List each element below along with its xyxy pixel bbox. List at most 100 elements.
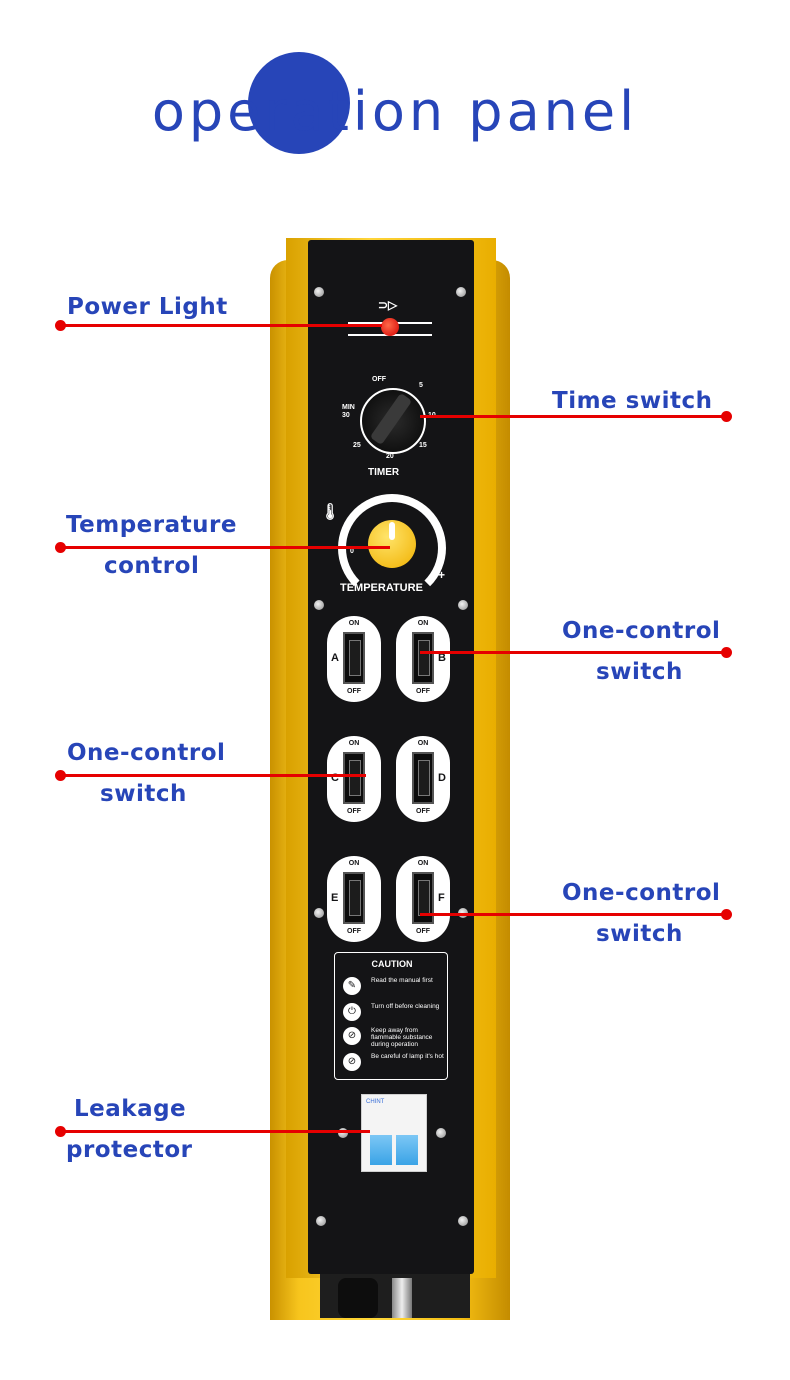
caution-title: CAUTION bbox=[371, 959, 413, 969]
caution-item: ⏻ Turn off before cleaning bbox=[343, 1003, 447, 1025]
callout-dot bbox=[721, 909, 732, 920]
temperature-label: TEMPERATURE bbox=[340, 582, 423, 594]
callout-line bbox=[60, 774, 366, 777]
leakage-protector-breaker[interactable]: CHINT bbox=[361, 1094, 427, 1172]
screw-icon bbox=[314, 908, 324, 918]
switch-off-label: OFF bbox=[416, 808, 430, 815]
power-light bbox=[381, 318, 399, 336]
label-temperature-line2: control bbox=[104, 553, 200, 579]
breaker-toggle[interactable] bbox=[396, 1135, 418, 1165]
label-one-control-1-line1: One-control bbox=[562, 618, 721, 644]
rocker-paddle[interactable] bbox=[349, 760, 361, 796]
caution-item-text: Turn off before cleaning bbox=[371, 1003, 440, 1010]
plug-icon: ⏻ bbox=[343, 1003, 361, 1021]
switch-letter: A bbox=[331, 652, 339, 664]
timer-15-label: 15 bbox=[419, 442, 427, 449]
rocker-switch-c[interactable] bbox=[343, 752, 365, 804]
timer-20-label: 20 bbox=[386, 453, 394, 460]
switch-off-label: OFF bbox=[347, 808, 361, 815]
caution-box: CAUTION ✎ Read the manual first ⏻ Turn o… bbox=[334, 952, 448, 1080]
switch-on-label: ON bbox=[348, 620, 360, 627]
breaker-toggle[interactable] bbox=[370, 1135, 392, 1165]
rocker-switch-d[interactable] bbox=[412, 752, 434, 804]
temperature-zero-label: 0 bbox=[350, 548, 354, 555]
switch-on-label: ON bbox=[417, 740, 429, 747]
caution-item-text: Be careful of lamp it's hot bbox=[371, 1053, 444, 1060]
screw-icon bbox=[316, 1216, 326, 1226]
label-one-control-3-line2: switch bbox=[596, 921, 683, 947]
timer-off-label: OFF bbox=[372, 376, 386, 383]
no-fire-icon: ⊘ bbox=[343, 1027, 361, 1045]
rocker-switch-b[interactable] bbox=[412, 632, 434, 684]
chrome-rod bbox=[392, 1278, 412, 1318]
timer-label: TIMER bbox=[368, 467, 400, 478]
switch-off-label: OFF bbox=[416, 928, 430, 935]
rocker-paddle[interactable] bbox=[418, 760, 430, 796]
title-circle-decoration bbox=[248, 52, 350, 154]
temperature-knob-indicator bbox=[389, 522, 395, 540]
caution-item: ⊘ Keep away from flammable substance dur… bbox=[343, 1027, 447, 1049]
power-cable bbox=[338, 1278, 378, 1318]
rocker-paddle[interactable] bbox=[349, 880, 361, 916]
screw-icon bbox=[314, 287, 324, 297]
plug-icon: ⊃▷ bbox=[378, 298, 398, 312]
screw-icon bbox=[458, 600, 468, 610]
timer-5-label: 5 bbox=[419, 382, 423, 389]
callout-line bbox=[60, 1130, 370, 1133]
title-text: operation panel bbox=[151, 80, 639, 143]
label-one-control-3-line1: One-control bbox=[562, 880, 721, 906]
label-time-switch: Time switch bbox=[552, 388, 713, 414]
switch-on-label: ON bbox=[348, 740, 360, 747]
callout-dot bbox=[721, 411, 732, 422]
label-one-control-1-line2: switch bbox=[596, 659, 683, 685]
screw-icon bbox=[456, 287, 466, 297]
callout-line bbox=[60, 546, 390, 549]
label-one-control-2-line1: One-control bbox=[67, 740, 226, 766]
hot-lamp-icon: ⊘ bbox=[343, 1053, 361, 1071]
label-temperature-line1: Temperature bbox=[66, 512, 237, 538]
page-title: operation panel bbox=[0, 52, 790, 170]
rocker-paddle[interactable] bbox=[418, 640, 430, 676]
label-leakage-line1: Leakage bbox=[74, 1096, 187, 1122]
switch-letter: E bbox=[331, 892, 339, 904]
switch-letter: B bbox=[438, 652, 446, 664]
timer-30-label: 30 bbox=[342, 412, 350, 419]
caution-item-text: Read the manual first bbox=[371, 977, 433, 984]
callout-line bbox=[420, 651, 726, 654]
switch-off-label: OFF bbox=[416, 688, 430, 695]
callout-line bbox=[420, 913, 726, 916]
rocker-switch-a[interactable] bbox=[343, 632, 365, 684]
switch-a-plate: ON OFF A bbox=[327, 616, 381, 702]
rocker-switch-f[interactable] bbox=[412, 872, 434, 924]
switch-off-label: OFF bbox=[347, 688, 361, 695]
switch-letter: F bbox=[438, 892, 445, 904]
label-leakage-line2: protector bbox=[66, 1137, 193, 1163]
switch-on-label: ON bbox=[417, 860, 429, 867]
rocker-paddle[interactable] bbox=[349, 640, 361, 676]
temperature-plus-label: + bbox=[438, 568, 446, 582]
screw-icon bbox=[458, 1216, 468, 1226]
switch-f-plate: ON OFF F bbox=[396, 856, 450, 942]
manual-icon: ✎ bbox=[343, 977, 361, 995]
switch-c-plate: ON OFF C bbox=[327, 736, 381, 822]
thermometer-icon: 🌡 bbox=[320, 504, 341, 521]
caution-item: ✎ Read the manual first bbox=[343, 977, 447, 999]
timer-min-label: MIN bbox=[342, 404, 355, 411]
callout-line bbox=[60, 324, 382, 327]
switch-b-plate: ON OFF B bbox=[396, 616, 450, 702]
switch-e-plate: ON OFF E bbox=[327, 856, 381, 942]
label-one-control-2-line2: switch bbox=[100, 781, 187, 807]
screw-icon bbox=[314, 600, 324, 610]
screw-icon bbox=[436, 1128, 446, 1138]
callout-line bbox=[420, 415, 726, 418]
switch-on-label: ON bbox=[348, 860, 360, 867]
rocker-paddle[interactable] bbox=[418, 880, 430, 916]
callout-dot bbox=[721, 647, 732, 658]
switch-on-label: ON bbox=[417, 620, 429, 627]
breaker-brand: CHINT bbox=[366, 1099, 385, 1105]
switch-letter: C bbox=[331, 772, 339, 784]
rocker-switch-e[interactable] bbox=[343, 872, 365, 924]
caution-item-text: Keep away from flammable substance durin… bbox=[371, 1027, 433, 1048]
switch-off-label: OFF bbox=[347, 928, 361, 935]
